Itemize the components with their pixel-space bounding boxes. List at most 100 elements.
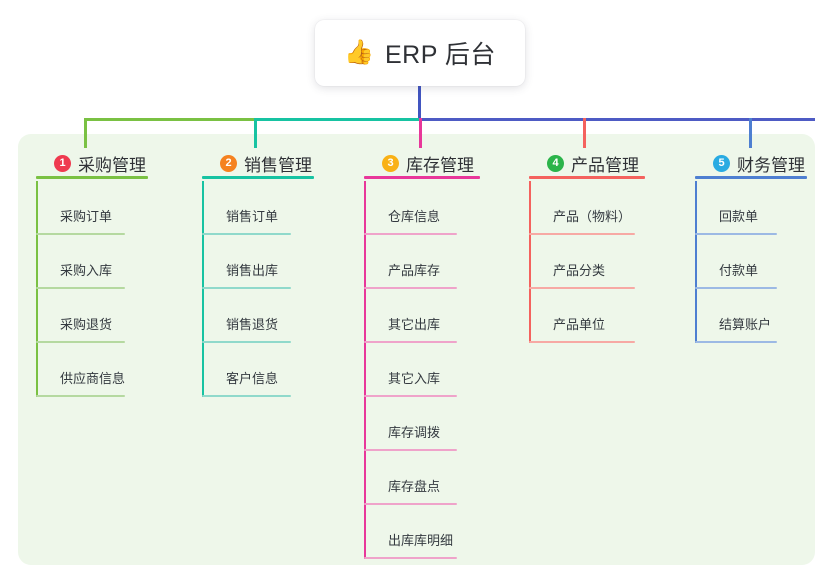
thumbs-up-icon: 👍 (344, 39, 374, 66)
leaf-node[interactable]: 产品单位 (529, 289, 635, 343)
leaf-label: 客户信息 (226, 371, 279, 386)
branch-drop-2 (254, 118, 257, 148)
branch-1: 1 采购管理采购订单采购入库采购退货供应商信息 (36, 152, 196, 397)
leaf-rule (364, 557, 457, 559)
leaf-group-5: 回款单付款单结算账户 (695, 181, 835, 343)
leaf-spine-3 (364, 181, 366, 559)
leaf-label: 其它入库 (388, 371, 441, 386)
leaf-node[interactable]: 客户信息 (202, 343, 291, 397)
leaf-node[interactable]: 仓库信息 (364, 181, 457, 235)
leaf-rule (529, 287, 635, 289)
branch-label-1: 采购管理 (78, 155, 146, 175)
branch-drop-1 (84, 118, 87, 148)
leaf-label: 供应商信息 (60, 371, 126, 386)
leaf-node[interactable]: 销售订单 (202, 181, 291, 235)
branch-rule-2 (202, 176, 314, 179)
diagram-panel (18, 134, 815, 565)
branch-label-4: 产品管理 (571, 155, 639, 175)
leaf-group-3: 仓库信息产品库存其它出库其它入库库存调拨库存盘点出库库明细 (364, 181, 534, 559)
leaf-rule (202, 395, 291, 397)
leaf-node[interactable]: 采购订单 (36, 181, 125, 235)
leaf-node[interactable]: 回款单 (695, 181, 777, 235)
branch-drop-5 (749, 118, 752, 148)
branch-header-1[interactable]: 1 采购管理 (36, 152, 196, 175)
branch-drop-3 (419, 118, 422, 148)
root-node[interactable]: 👍 ERP 后台 (315, 20, 525, 86)
leaf-rule (529, 233, 635, 235)
leaf-rule (364, 449, 457, 451)
leaf-label: 产品单位 (553, 317, 606, 332)
leaf-group-2: 销售订单销售出库销售退货客户信息 (202, 181, 362, 397)
leaf-node[interactable]: 销售退货 (202, 289, 291, 343)
leaf-group-4: 产品（物料） 产品分类产品单位 (529, 181, 699, 343)
leaf-label: 库存调拨 (388, 425, 441, 440)
leaf-rule (364, 503, 457, 505)
leaf-group-1: 采购订单采购入库采购退货供应商信息 (36, 181, 196, 397)
branch-badge-4: 4 (547, 154, 564, 172)
leaf-label: 仓库信息 (388, 209, 441, 224)
leaf-label: 采购订单 (60, 209, 113, 224)
branch-header-2[interactable]: 2 销售管理 (202, 152, 362, 175)
leaf-node[interactable]: 供应商信息 (36, 343, 125, 397)
leaf-node[interactable]: 出库库明细 (364, 505, 457, 559)
leaf-node[interactable]: 结算账户 (695, 289, 777, 343)
branch-badge-1: 1 (54, 154, 71, 172)
leaf-spine-2 (202, 181, 204, 397)
leaf-label: 结算账户 (719, 317, 772, 332)
branch-label-2: 销售管理 (244, 155, 312, 175)
branch-header-3[interactable]: 3 库存管理 (364, 152, 534, 175)
leaf-label: 销售出库 (226, 263, 279, 278)
leaf-rule (695, 287, 777, 289)
branch-rule-4 (529, 176, 645, 179)
leaf-rule (695, 233, 777, 235)
branch-4: 4 产品管理产品（物料） 产品分类产品单位 (529, 152, 699, 343)
branch-label-3: 库存管理 (406, 155, 474, 175)
leaf-node[interactable]: 产品（物料） (529, 181, 635, 235)
branch-badge-3: 3 (382, 154, 399, 172)
leaf-label: 回款单 (719, 209, 759, 224)
leaf-rule (364, 395, 457, 397)
leaf-node[interactable]: 产品分类 (529, 235, 635, 289)
branch-rule-5 (695, 176, 807, 179)
branch-2: 2 销售管理销售订单销售出库销售退货客户信息 (202, 152, 362, 397)
branch-header-4[interactable]: 4 产品管理 (529, 152, 699, 175)
leaf-label: 销售订单 (226, 209, 279, 224)
leaf-rule (364, 233, 457, 235)
branch-drop-4 (583, 118, 586, 148)
leaf-node[interactable]: 销售出库 (202, 235, 291, 289)
leaf-label: 产品库存 (388, 263, 441, 278)
leaf-label: 产品（物料） (553, 209, 632, 224)
leaf-node[interactable]: 产品库存 (364, 235, 457, 289)
root-stem (418, 86, 421, 118)
branch-label-5: 财务管理 (737, 155, 805, 175)
leaf-node[interactable]: 付款单 (695, 235, 777, 289)
leaf-rule (695, 341, 777, 343)
leaf-node[interactable]: 采购退货 (36, 289, 125, 343)
trunk-segment (84, 118, 254, 121)
leaf-spine-4 (529, 181, 531, 343)
leaf-node[interactable]: 其它入库 (364, 343, 457, 397)
leaf-rule (202, 341, 291, 343)
leaf-node[interactable]: 采购入库 (36, 235, 125, 289)
leaf-spine-1 (36, 181, 38, 397)
leaf-rule (202, 233, 291, 235)
leaf-rule (36, 287, 125, 289)
leaf-rule (364, 341, 457, 343)
leaf-rule (202, 287, 291, 289)
root-title: ERP 后台 (384, 41, 496, 69)
branch-badge-2: 2 (220, 154, 237, 172)
leaf-label: 其它出库 (388, 317, 441, 332)
branch-rule-1 (36, 176, 148, 179)
leaf-label: 付款单 (719, 263, 759, 278)
leaf-label: 采购入库 (60, 263, 113, 278)
leaf-node[interactable]: 库存盘点 (364, 451, 457, 505)
leaf-rule (36, 341, 125, 343)
leaf-node[interactable]: 其它出库 (364, 289, 457, 343)
branch-3: 3 库存管理仓库信息产品库存其它出库其它入库库存调拨库存盘点出库库明细 (364, 152, 534, 559)
leaf-rule (36, 233, 125, 235)
leaf-label: 出库库明细 (388, 533, 454, 548)
leaf-node[interactable]: 库存调拨 (364, 397, 457, 451)
